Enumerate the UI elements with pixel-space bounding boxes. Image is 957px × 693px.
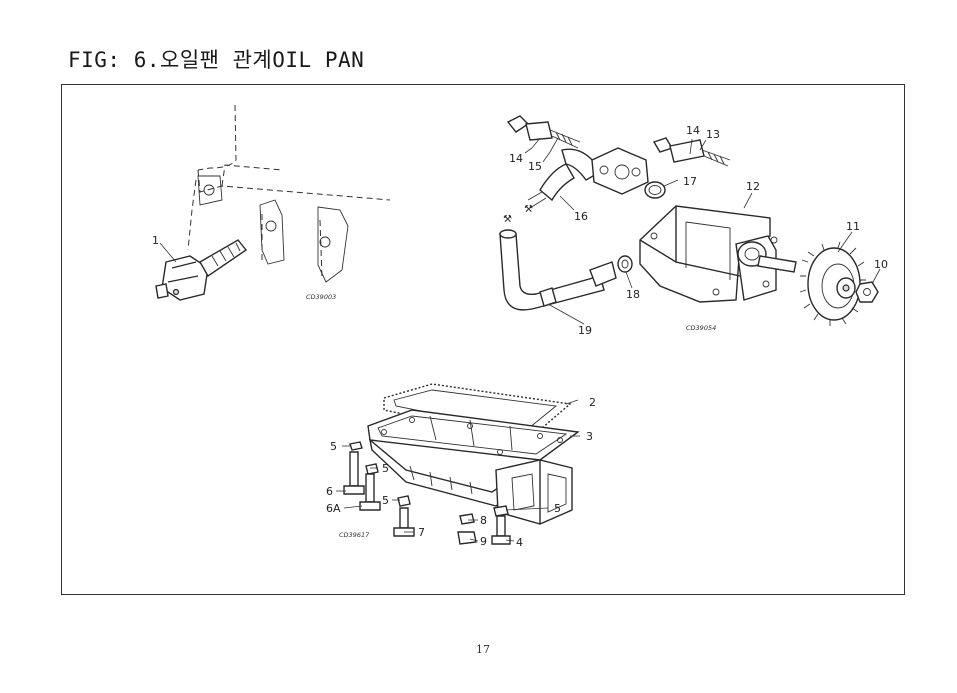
callout-5-a: 5 <box>330 440 337 453</box>
callout-19: 19 <box>578 324 592 337</box>
callout-4: 4 <box>516 536 523 549</box>
oil-pump-view: ⚒ <box>499 115 888 337</box>
callout-8: 8 <box>480 514 487 527</box>
drawing-frame <box>61 84 905 595</box>
callout-1: 1 <box>152 234 159 247</box>
callout-16: 16 <box>574 210 588 223</box>
callout-6: 6 <box>326 485 333 498</box>
callout-3: 3 <box>586 430 593 443</box>
figure-title: FIG: 6.오일팬 관계OIL PAN <box>68 48 365 72</box>
callout-5-c: 5 <box>382 494 389 507</box>
oil-pan-view: 2 3 5 5 6 6A 5 7 8 5 9 4 CD39617 <box>326 383 596 549</box>
callout-13: 13 <box>706 128 720 141</box>
callout-17: 17 <box>683 175 697 188</box>
callout-11: 11 <box>846 220 860 233</box>
callout-2: 2 <box>589 396 596 409</box>
callout-18: 18 <box>626 288 640 301</box>
callout-14-right: 14 <box>686 124 700 137</box>
callout-7: 7 <box>418 526 425 539</box>
callout-5-d: 5 <box>554 502 561 515</box>
callout-6a: 6A <box>326 502 341 515</box>
svg-text:⚒: ⚒ <box>503 214 512 225</box>
pan-drawing-code: CD39617 <box>339 531 370 539</box>
callout-10: 10 <box>874 258 888 271</box>
callout-14-left: 14 <box>509 152 523 165</box>
callout-5-b: 5 <box>382 462 389 475</box>
callout-9: 9 <box>480 535 487 548</box>
sensor-drawing-code: CD39003 <box>306 293 336 301</box>
pump-drawing-code: CD39054 <box>686 324 716 332</box>
callout-15: 15 <box>528 160 542 173</box>
svg-text:⚒: ⚒ <box>524 204 533 215</box>
pump-drive-gear <box>799 241 866 326</box>
oil-pressure-sensor-view: 1 CD39003 <box>152 104 391 301</box>
page-number: 17 <box>476 643 490 656</box>
callout-12: 12 <box>746 180 760 193</box>
